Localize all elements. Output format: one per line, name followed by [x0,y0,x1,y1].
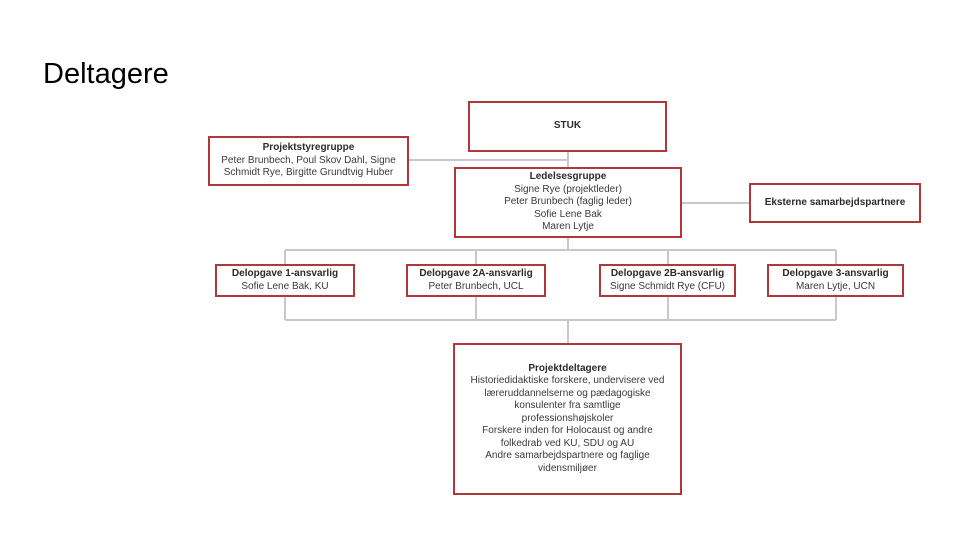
eksterne-title: Eksterne samarbejdspartnere [764,196,906,208]
projektdeltagere-line: konsulenter fra samtlige [514,400,621,412]
stuk-box: STUK [468,101,667,152]
stuk-title: STUK [553,120,582,132]
delopgave-3-title: Delopgave 3-ansvarlig [782,268,889,279]
projektdeltagere-line: Forskere inden for Holocaust og andre [482,425,653,437]
delopgave-2a-box: Delopgave 2A-ansvarlig Peter Brunbech, U… [406,264,546,297]
ledelsesgruppe-line: Signe Rye (projektleder) [514,183,622,195]
delopgave-2a-title: Delopgave 2A-ansvarlig [419,268,533,279]
projektdeltagere-line: læreruddannelserne og pædagogiske [484,387,651,399]
delopgave-1-box: Delopgave 1-ansvarlig Sofie Lene Bak, KU [215,264,355,297]
delopgave-2b-title: Delopgave 2B-ansvarlig [610,268,725,279]
delopgave-3-person: Maren Lytje, UCN [795,280,876,292]
styregruppe-line: Peter Brunbech, Poul Skov Dahl, Signe [221,154,396,166]
ledelsesgruppe-box: Ledelsesgruppe Signe Rye (projektleder) … [454,167,682,238]
ledelsesgruppe-title: Ledelsesgruppe [529,171,607,183]
projektdeltagere-box: Projektdeltagere Historiedidaktiske fors… [453,343,682,495]
delopgave-3-box: Delopgave 3-ansvarlig Maren Lytje, UCN [767,264,904,297]
delopgave-1-title: Delopgave 1-ansvarlig [231,268,339,279]
styregruppe-line: Schmidt Rye, Birgitte Grundtvig Huber [223,167,394,179]
styregruppe-box: Projektstyregruppe Peter Brunbech, Poul … [208,136,409,186]
projektdeltagere-line: Andre samarbejdspartnere og faglige [485,450,650,462]
delopgave-2a-person: Peter Brunbech, UCL [428,280,524,292]
eksterne-box: Eksterne samarbejdspartnere [749,183,921,223]
projektdeltagere-title: Projektdeltagere [528,362,607,374]
delopgave-1-person: Sofie Lene Bak, KU [241,280,329,292]
projektdeltagere-line: Historiedidaktiske forskere, undervisere… [470,375,665,387]
projektdeltagere-line: vidensmiljøer [538,462,597,474]
styregruppe-title: Projektstyregruppe [262,142,355,154]
delopgave-2b-person: Signe Schmidt Rye (CFU) [609,280,726,292]
projektdeltagere-line: professionshøjskoler [521,412,614,424]
slide-title: Deltagere [43,58,169,90]
ledelsesgruppe-line: Maren Lytje [542,221,594,233]
projektdeltagere-line: folkedrab ved KU, SDU og AU [500,437,635,449]
ledelsesgruppe-line: Sofie Lene Bak [534,208,602,220]
ledelsesgruppe-line: Peter Brunbech (faglig leder) [504,196,632,208]
delopgave-2b-box: Delopgave 2B-ansvarlig Signe Schmidt Rye… [599,264,736,297]
